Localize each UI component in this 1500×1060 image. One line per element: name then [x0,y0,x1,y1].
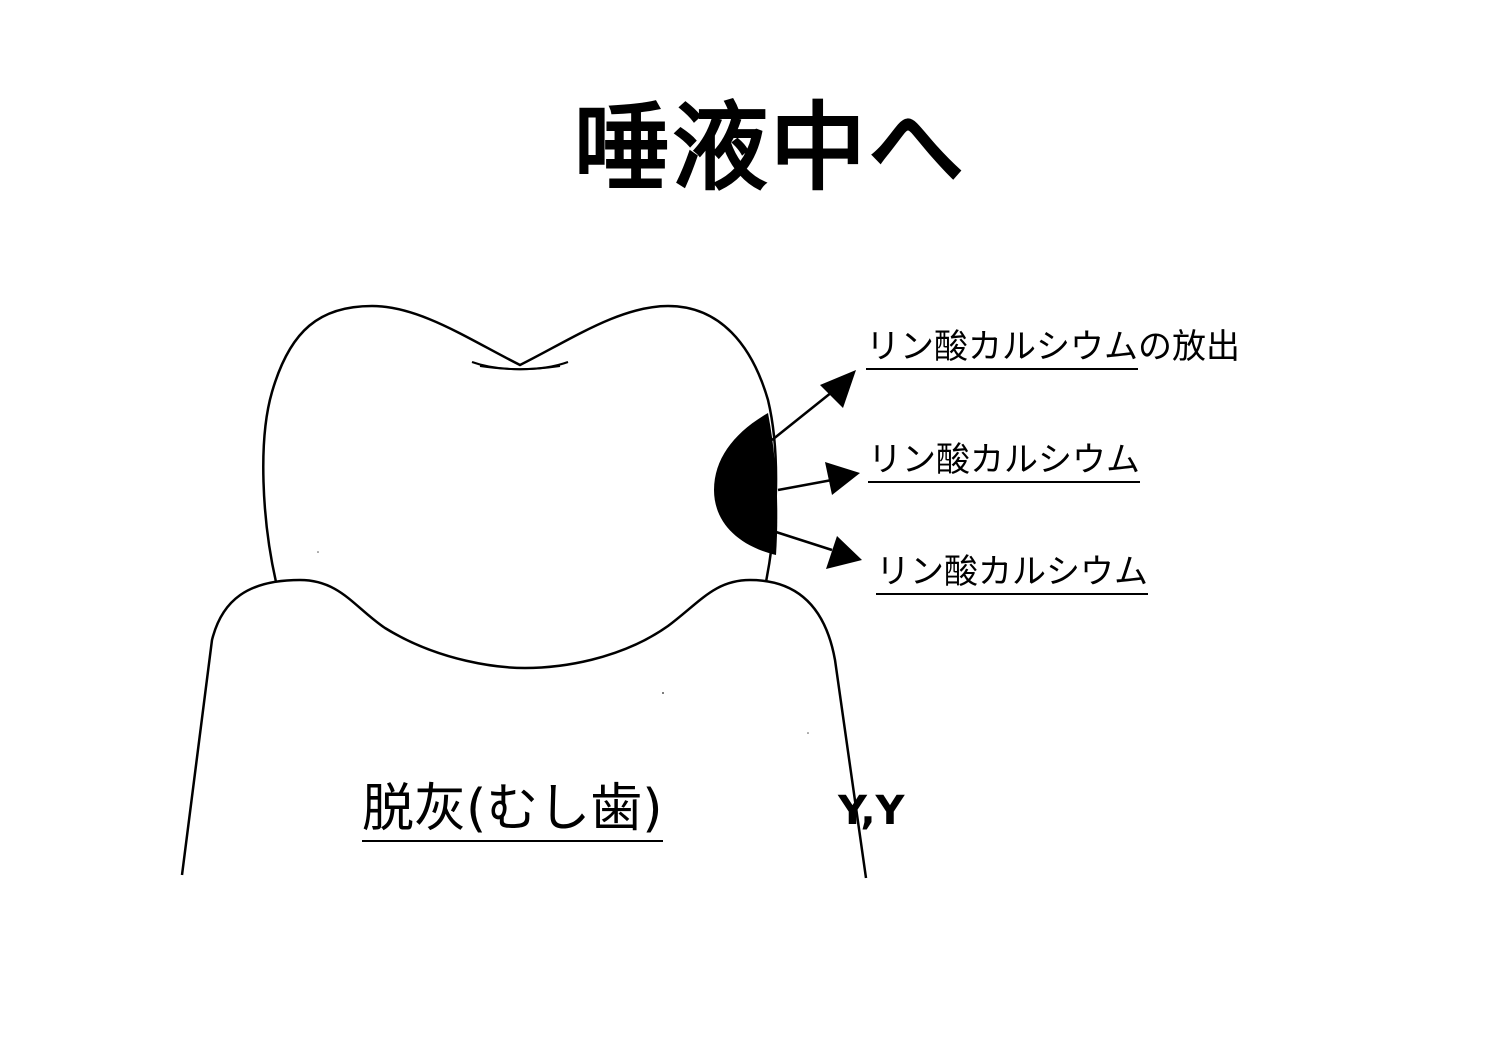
release-label: リン酸カルシウムの放出 [866,327,1240,370]
release-label-suffix: の放出 [1138,327,1240,367]
speck [807,732,809,734]
demineralized-lesion [714,413,778,555]
upper-tooth-outline [262,304,778,583]
speck [662,692,664,694]
author-initials: Y,Y [838,788,905,834]
fissure-line-right [479,361,569,371]
page-title: 唾液中へ [574,92,966,204]
lower-label-substance: リン酸カルシウム [876,552,1148,595]
middle-label-substance: リン酸カルシウム [868,440,1140,483]
lower-tooth-outline [180,578,868,879]
arrow-lower-right [775,530,862,569]
lower-label: リン酸カルシウム [876,552,1148,595]
demineralization-caries-label: 脱灰(むし歯) [362,778,663,842]
middle-label: リン酸カルシウム [868,440,1140,483]
arrow-upper-right [771,370,856,441]
arrow-right [777,462,860,495]
speck [317,551,319,553]
release-label-substance: リン酸カルシウム [866,327,1138,370]
